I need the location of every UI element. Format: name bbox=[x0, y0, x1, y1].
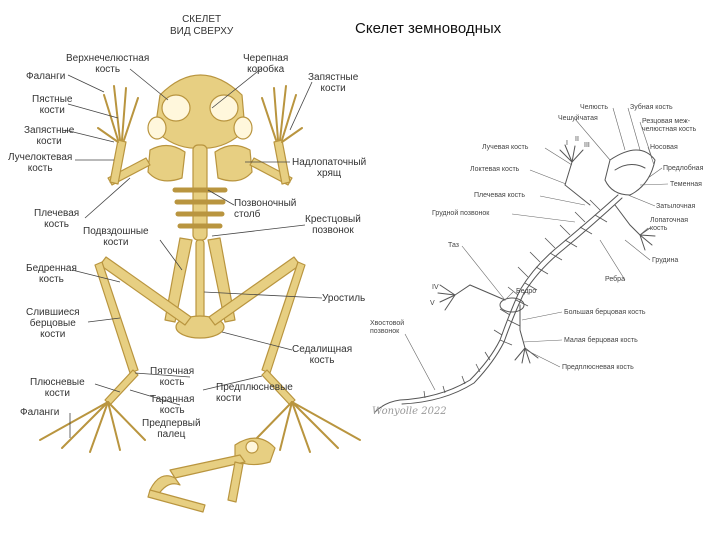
frog-view-heading: СКЕЛЕТ ВИД СВЕРХУ bbox=[170, 14, 234, 37]
label-ulna: Локтевая кость bbox=[470, 166, 520, 173]
label-tibiofibula: Слившиеся берцовые кости bbox=[26, 307, 80, 340]
label-premaxilla: Резцовая меж- челюстная кость bbox=[642, 118, 697, 133]
label-breastbone: Грудной позвонок bbox=[432, 210, 490, 217]
label-suprascapula: Надлопаточный хрящ bbox=[292, 157, 367, 179]
roman-v: V bbox=[430, 300, 435, 307]
label-ribs: Ребра bbox=[605, 276, 625, 283]
label-urostyle: Уростиль bbox=[322, 293, 366, 304]
label-scapula: Лопаточная кость bbox=[650, 217, 689, 232]
label-phalanges-bottom: Фаланги bbox=[20, 407, 60, 418]
label-spine: Позвоночный столб bbox=[234, 198, 297, 220]
label-carpals-left: Запястные кости bbox=[24, 125, 75, 147]
label-prehallux: Предпервый палец bbox=[142, 418, 201, 440]
label-quadrate: Чешуйчатая bbox=[558, 115, 598, 122]
roman-ii: II bbox=[575, 136, 579, 143]
label-occipital: Затылочная bbox=[656, 203, 696, 210]
label-parietal: Теменная bbox=[670, 181, 702, 188]
label-femur: Бедренная кость bbox=[26, 263, 77, 285]
label-pelvis: Таз bbox=[448, 242, 459, 249]
label-caudal: Хвостовой позвонок bbox=[370, 320, 405, 335]
label-tooth: Зубная кость bbox=[630, 104, 673, 111]
label-phalanges-top: Фаланги bbox=[26, 71, 66, 82]
label-tarsal: Таранная кость bbox=[150, 394, 195, 416]
page-title: Скелет земноводных bbox=[355, 20, 502, 37]
label-ischium: Седалищная кость bbox=[292, 344, 353, 366]
label-cranium: Черепная коробка bbox=[243, 53, 289, 75]
label-carpals-right: Запястные кости bbox=[308, 72, 359, 94]
roman-iii: III bbox=[584, 142, 590, 149]
label-femur-sal: Бедро bbox=[516, 288, 537, 295]
label-sacral: Крестцовый позвонок bbox=[305, 214, 361, 236]
label-jaw: Челюсть bbox=[580, 104, 609, 111]
label-ilium: Подвздошные кости bbox=[83, 226, 149, 248]
label-metatarsal: Предплюсневая кость bbox=[562, 364, 634, 371]
roman-i: I bbox=[566, 140, 568, 147]
label-fibula: Малая берцовая кость bbox=[564, 337, 638, 344]
label-metatarsals: Плюсневые кости bbox=[30, 377, 85, 399]
roman-iv: IV bbox=[432, 284, 439, 291]
author-signature: Wonyolle 2022 bbox=[372, 406, 447, 417]
label-nasal: Носовая bbox=[650, 144, 678, 151]
label-humerus-sal: Плечевая кость bbox=[474, 192, 525, 199]
label-humerus: Плечевая кость bbox=[34, 208, 80, 230]
label-metacarpals: Пястные кости bbox=[32, 94, 73, 116]
label-tibia: Большая берцовая кость bbox=[564, 309, 646, 316]
label-radioulna: Лучелоктевая кость bbox=[8, 152, 73, 174]
label-sternum: Грудина bbox=[652, 257, 679, 264]
label-calcaneus: Пяточная кость bbox=[150, 366, 195, 388]
label-radius: Лучевая кость bbox=[482, 144, 529, 151]
label-prefrontal: Предлобная bbox=[663, 165, 704, 172]
label-tarsals: Предплюсневые кости bbox=[216, 382, 293, 404]
label-upper-jaw: Верхнечелюстная кость bbox=[66, 53, 150, 75]
